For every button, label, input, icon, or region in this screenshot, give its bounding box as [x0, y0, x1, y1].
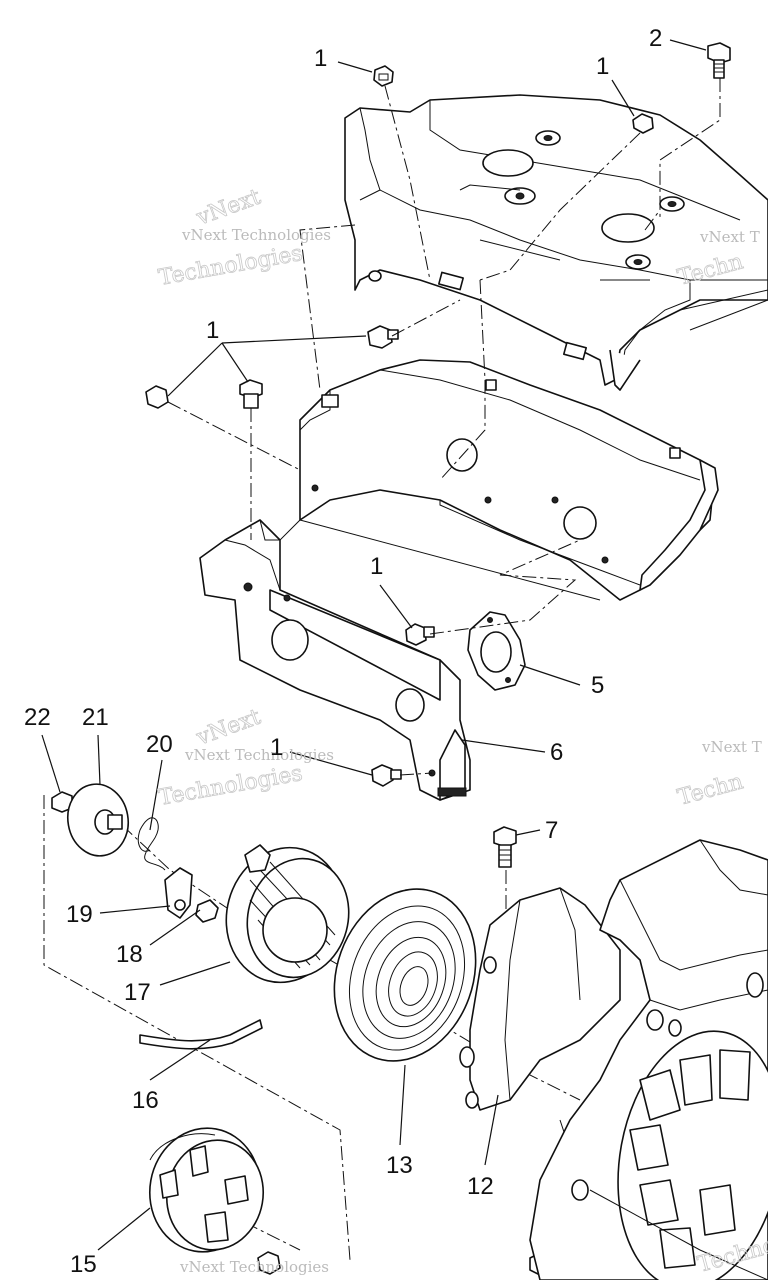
watermark-vnext-1: vNext	[193, 185, 265, 231]
watermark-edge-1: vNext T	[699, 228, 760, 246]
callout-17: 17	[124, 979, 151, 1006]
callout-22: 22	[24, 704, 51, 731]
watermark-text-1: vNext Technologies	[181, 226, 331, 244]
watermark-vnext-2: vNext	[193, 705, 265, 751]
base-bracket	[199, 519, 471, 801]
callout-6: 6	[550, 739, 563, 766]
callout-1-lower: 1	[370, 553, 383, 580]
upper-shroud	[344, 94, 768, 391]
callout-20: 20	[146, 731, 173, 758]
callout-2: 2	[649, 25, 662, 52]
callout-1-top: 1	[314, 45, 327, 72]
watermark-text-3: vNext Technologies	[179, 1258, 329, 1276]
callout-1-top-right: 1	[596, 53, 609, 80]
watermark-tech-1: Technologies	[157, 241, 305, 291]
starter-assembly	[67, 783, 621, 1253]
callout-7: 7	[545, 817, 558, 844]
watermark-tech-2: Technologies	[157, 761, 305, 811]
leader-lines	[41, 39, 707, 1251]
lower-shroud	[269, 359, 719, 601]
watermark-edge-4: Techn	[675, 769, 746, 810]
callout-18: 18	[116, 941, 143, 968]
fan-housing	[529, 839, 768, 1280]
watermark-edge-3: vNext T	[701, 738, 762, 756]
callout-19: 19	[66, 901, 93, 928]
callouts: 1 2 1 1 1 5 22 21 20 1 6 7 19 18 17 16 1…	[24, 25, 662, 1278]
callout-13: 13	[386, 1152, 413, 1179]
callout-1-near-6: 1	[270, 734, 283, 761]
gasket	[467, 611, 526, 691]
callout-15: 15	[70, 1251, 97, 1278]
callout-16: 16	[132, 1087, 159, 1114]
callout-21: 21	[82, 704, 109, 731]
callout-1-middle-left: 1	[206, 317, 219, 344]
callout-12: 12	[467, 1173, 494, 1200]
callout-5: 5	[591, 672, 604, 699]
watermark-text-2: vNext Technologies	[184, 746, 334, 764]
